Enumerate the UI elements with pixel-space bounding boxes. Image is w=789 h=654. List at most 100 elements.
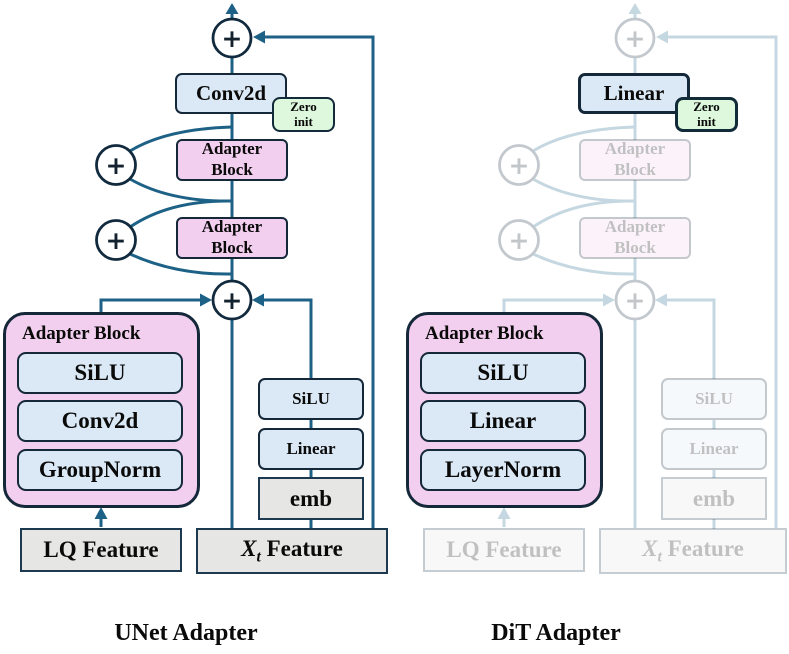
adapter-block-detail-title: Adapter Block: [425, 323, 544, 344]
emb-block: emb: [661, 477, 767, 520]
xt-skip-line: [265, 35, 375, 528]
xt-skip-arrowhead: [656, 30, 668, 44]
plus-sign: +: [222, 286, 243, 315]
xt-var: X: [642, 535, 658, 561]
residual-curve-1b: [129, 177, 233, 203]
dit-adapter-title: DiT Adapter: [491, 620, 621, 646]
dit-adapter-diagram: + + + + Linear Zero init Adapter Block A…: [403, 0, 789, 654]
linear-layer: Linear: [420, 400, 586, 442]
adapter-block-2: Adapter Block: [176, 217, 288, 259]
dit-connector-layer: + + + +: [497, 3, 778, 529]
groupnorm-layer: GroupNorm: [17, 449, 183, 491]
time-silu-label: SiLU: [695, 389, 733, 408]
zero-init-tag: Zero init: [675, 97, 738, 132]
adapter-block-1: Adapter Block: [176, 139, 288, 181]
plus-sign: +: [509, 151, 530, 180]
adapter-block-line1: Adapter: [604, 139, 666, 159]
adapter-block-detail: Adapter Block SiLU Conv2d GroupNorm: [3, 312, 200, 508]
xt-subscript: t: [657, 548, 662, 566]
zero-init-tag: Zero init: [272, 97, 335, 132]
plus-sign: +: [625, 24, 646, 53]
xt-feature-label: Xt Feature: [241, 536, 343, 567]
top-projection-label: Conv2d: [195, 81, 267, 105]
sum-node-skip1: [498, 144, 540, 186]
emb-path-arrowhead: [252, 293, 264, 307]
top-projection-block: Linear: [578, 73, 690, 114]
top-projection-label: Linear: [603, 81, 665, 105]
xt-subscript: t: [256, 548, 261, 566]
zero-init-line1: Zero: [693, 98, 720, 114]
emb-path-to-sum-line: [264, 298, 313, 379]
time-linear-block: Linear: [258, 428, 364, 470]
adapter-block-line1: Adapter: [201, 139, 263, 159]
plus-sign: +: [106, 226, 127, 255]
adapter-block-detail: Adapter Block SiLU Linear LayerNorm: [406, 312, 603, 508]
sum-node-top: [211, 17, 253, 59]
output-arrowhead: [225, 3, 239, 14]
plus-sign: +: [106, 151, 127, 180]
xt-feature-input: Xt Feature: [196, 528, 388, 574]
sum-node-top: [614, 17, 656, 59]
sum-node-skip2: [498, 219, 540, 261]
xt-feature-input: Xt Feature: [599, 528, 787, 574]
adapter-block-line2: Block: [211, 160, 253, 179]
residual-curve-2a: [532, 199, 636, 229]
time-silu-block: SiLU: [661, 378, 767, 420]
adapter-block-line2: Block: [614, 238, 656, 257]
emb-path-to-sum-line: [667, 298, 716, 379]
adapter-block-line2: Block: [211, 238, 253, 257]
residual-curve-1b: [532, 177, 636, 203]
groupnorm-layer-label: GroupNorm: [38, 457, 162, 482]
xt-skip-arrowhead: [253, 30, 265, 44]
top-projection-block: Conv2d: [175, 73, 287, 114]
emb-block: emb: [258, 477, 364, 520]
silu-layer-label: SiLU: [74, 360, 126, 385]
unet-connector-layer: + + + +: [94, 3, 375, 529]
adapter-block-detail-title: Adapter Block: [22, 323, 141, 344]
residual-curve-2b: [129, 252, 233, 276]
lq-feature-input: LQ Feature: [423, 528, 585, 572]
xt-feature-label: Xt Feature: [642, 536, 744, 567]
zero-init-line1: Zero: [290, 98, 317, 114]
xt-rest: Feature: [260, 535, 343, 561]
time-silu-block: SiLU: [258, 378, 364, 420]
xt-var: X: [241, 535, 257, 561]
plus-sign: +: [509, 226, 530, 255]
adapter-block-line1: Adapter: [604, 217, 666, 237]
adapter-out-arrowhead: [603, 293, 615, 307]
residual-curve-1a: [532, 125, 636, 153]
residual-curve-2b: [532, 252, 636, 276]
adapter-block-line2: Block: [614, 160, 656, 179]
adapter-block-2: Adapter Block: [579, 217, 691, 259]
sum-node-skip2: [95, 219, 137, 261]
lq-feature-input: LQ Feature: [20, 528, 182, 572]
zero-init-line2: init: [294, 113, 313, 129]
layernorm-layer-label: LayerNorm: [444, 457, 562, 482]
conv2d-layer: Conv2d: [17, 400, 183, 442]
sum-node-skip1: [95, 144, 137, 186]
lq-feature-label: LQ Feature: [43, 537, 159, 562]
unet-adapter-diagram: + + + + Conv2d Zero init Adapter Block A…: [0, 0, 390, 654]
adapter-block-line1: Adapter: [201, 217, 263, 237]
emb-path-arrowhead: [655, 293, 667, 307]
sum-node-main: [211, 279, 253, 321]
emb-label: emb: [289, 485, 333, 511]
lq-feature-label: LQ Feature: [446, 537, 562, 562]
xt-rest: Feature: [661, 535, 744, 561]
linear-layer-label: Linear: [469, 408, 537, 433]
time-linear-label: Linear: [689, 439, 739, 458]
time-silu-label: SiLU: [292, 389, 330, 408]
layernorm-layer: LayerNorm: [420, 449, 586, 491]
unet-adapter-title: UNet Adapter: [114, 620, 258, 646]
silu-layer: SiLU: [420, 352, 586, 394]
conv2d-layer-label: Conv2d: [61, 408, 139, 433]
adapter-out-to-sum-line: [99, 298, 200, 312]
adapter-block-1: Adapter Block: [579, 139, 691, 181]
sum-node-main: [614, 279, 656, 321]
time-linear-block: Linear: [661, 428, 767, 470]
silu-layer-label: SiLU: [477, 360, 529, 385]
zero-init-line2: init: [697, 113, 716, 129]
residual-curve-2a: [129, 199, 233, 229]
residual-curve-1a: [129, 125, 233, 153]
